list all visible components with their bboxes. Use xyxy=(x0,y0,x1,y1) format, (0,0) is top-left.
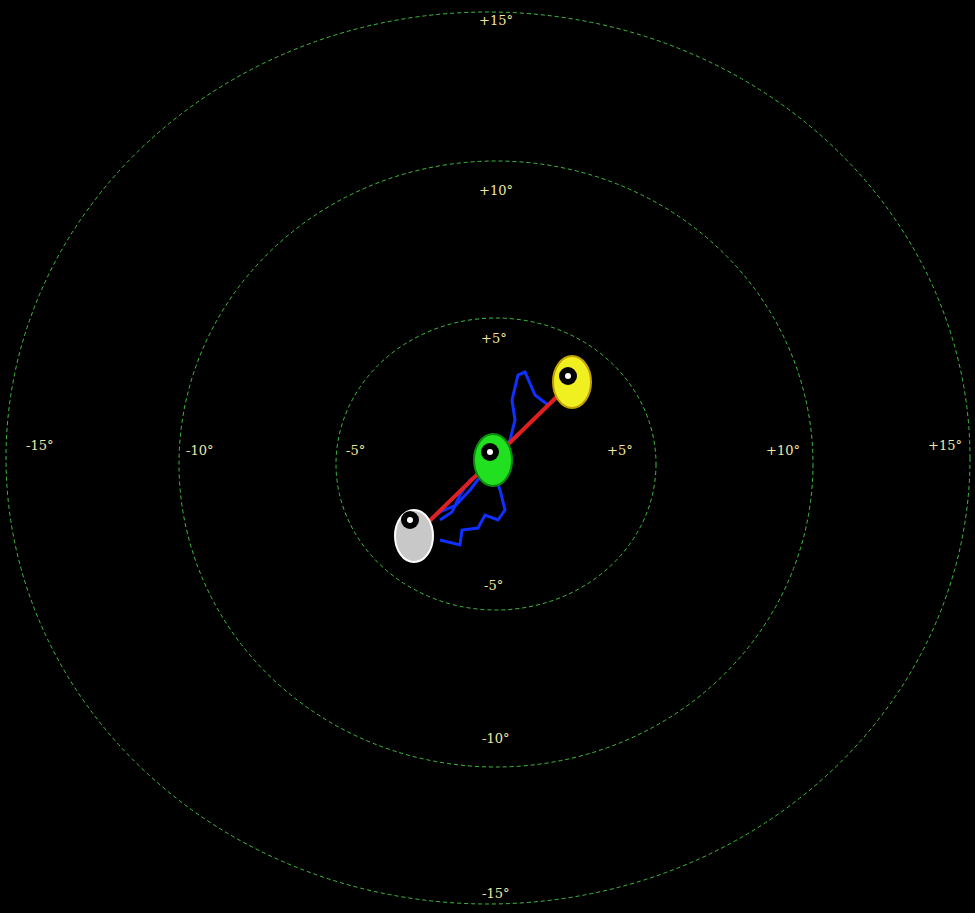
degree-label: +15° xyxy=(927,438,963,453)
gaze-trace xyxy=(414,372,572,535)
degree-label: -5° xyxy=(345,443,366,458)
degree-label: +10° xyxy=(478,183,514,198)
ring-5 xyxy=(336,318,656,610)
degree-label: +15° xyxy=(478,13,514,28)
eye-icon xyxy=(395,510,433,562)
degree-label: -15° xyxy=(481,886,510,901)
degree-label: -10° xyxy=(185,443,214,458)
eye-icon xyxy=(474,434,512,486)
degree-label: +5° xyxy=(606,443,634,458)
degree-label: -15° xyxy=(25,438,54,453)
degree-label: -10° xyxy=(481,731,510,746)
degree-label: +5° xyxy=(480,331,508,346)
degree-label: +10° xyxy=(765,443,801,458)
eye-icon xyxy=(553,356,591,408)
fit-line xyxy=(414,382,572,536)
degree-rings xyxy=(6,12,970,904)
degree-label: -5° xyxy=(483,578,504,593)
ring-10 xyxy=(179,161,813,767)
ring-15 xyxy=(6,12,970,904)
